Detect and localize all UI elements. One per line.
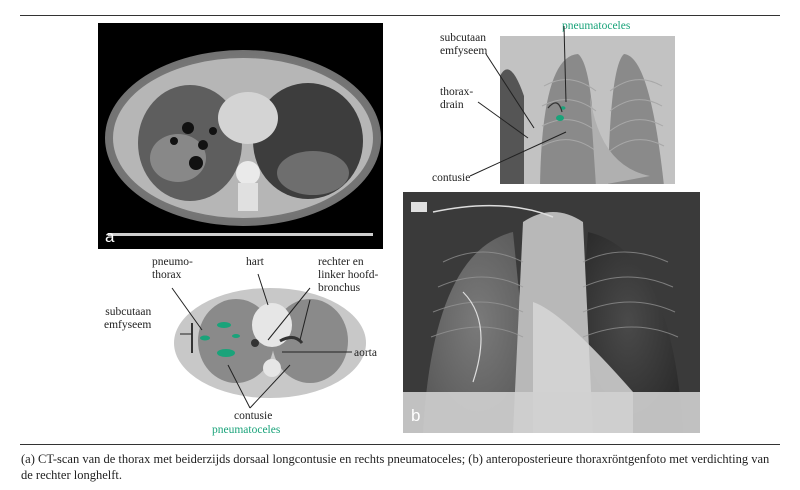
label-contusie-ct: contusie bbox=[234, 410, 273, 422]
ct-scan-image: a bbox=[98, 23, 383, 249]
top-rule bbox=[20, 15, 780, 16]
panel-letter-b: b bbox=[411, 406, 421, 425]
panel-letter-a: a bbox=[105, 227, 115, 246]
label-pneumothorax: pneumo- thorax bbox=[152, 256, 193, 281]
label-contusie-xray: contusie bbox=[432, 172, 471, 184]
label-pneumatoceles-xray: pneumatoceles bbox=[562, 20, 631, 32]
label-bronchus: rechter en linker hoofd- bronchus bbox=[318, 256, 379, 294]
ct-leader-lines bbox=[171, 273, 352, 409]
label-aorta: aorta bbox=[354, 347, 377, 359]
ct-schematic bbox=[174, 288, 366, 398]
figure-caption: (a) CT-scan van de thorax met beiderzijd… bbox=[21, 452, 770, 482]
caption-rule bbox=[20, 444, 780, 445]
xray-schematic bbox=[500, 36, 675, 184]
label-pneumatoceles-ct: pneumatoceles bbox=[212, 424, 281, 436]
label-subcutaan-ct: subcutaan emfyseem bbox=[104, 306, 152, 331]
xray-leader-lines bbox=[469, 25, 567, 177]
label-hart: hart bbox=[246, 256, 264, 268]
xray-graphic bbox=[403, 192, 700, 433]
ct-scan-graphic bbox=[105, 50, 381, 236]
xray-image: b bbox=[403, 192, 700, 433]
label-subcutaan-xray: subcutaan emfyseem bbox=[440, 32, 488, 57]
label-thoraxdrain: thorax- drain bbox=[440, 86, 474, 111]
